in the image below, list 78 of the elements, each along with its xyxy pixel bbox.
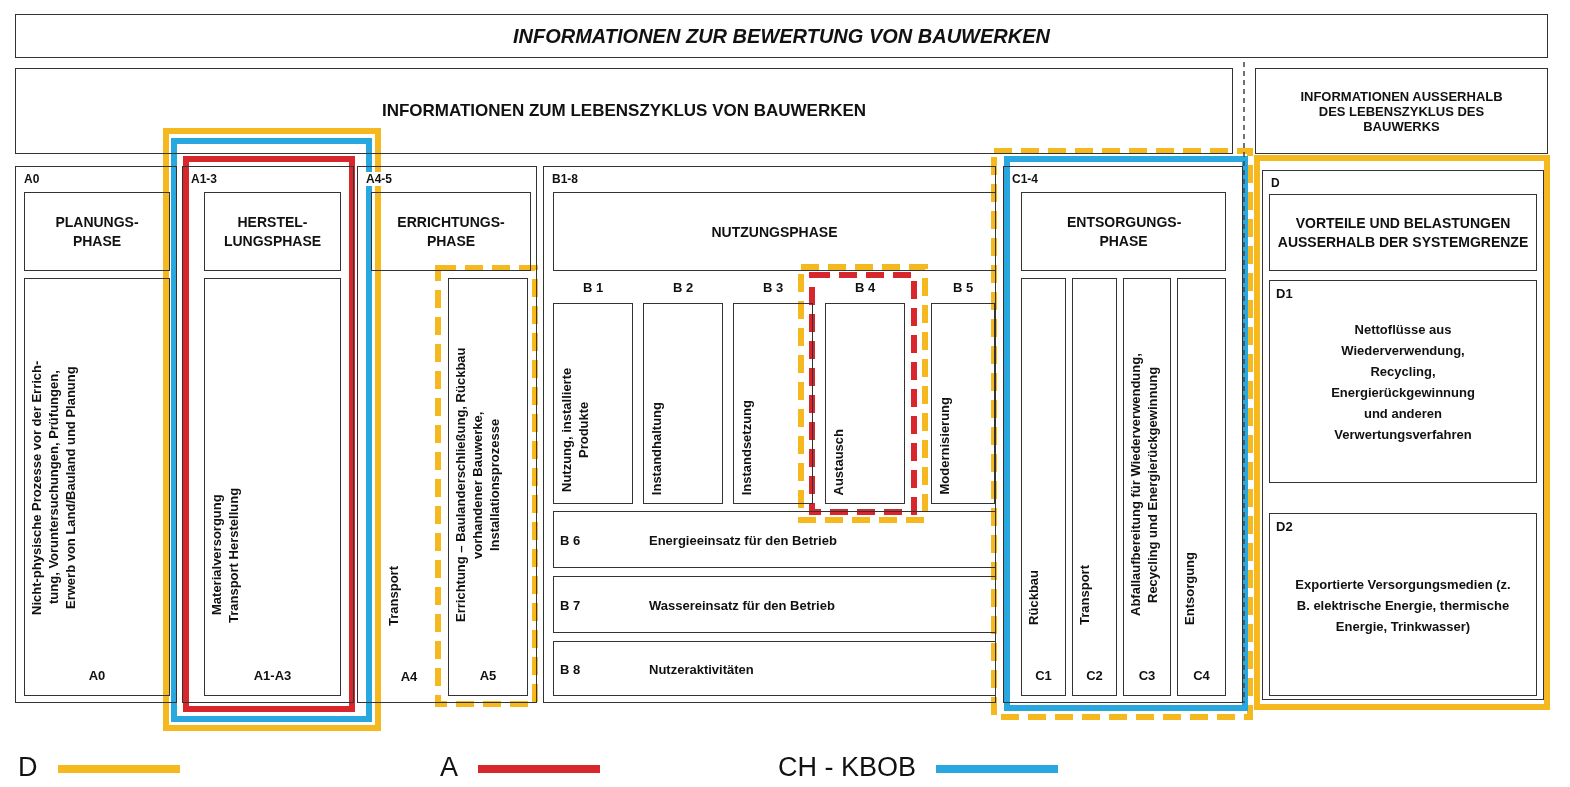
module-code: B 1 [581, 280, 605, 295]
module-group [357, 166, 537, 703]
header-band [1255, 68, 1548, 154]
phase-title: ERRICHTUNGS- PHASE [396, 212, 506, 251]
module-label: Materialversorgung Transport Herstellung [208, 486, 242, 625]
module-box [204, 278, 341, 696]
module-row [553, 641, 996, 696]
module-label: Exportierte Versorgungsmedien (z. B. elektrische Energie, thermische Energie, Trinkwasser) [1294, 575, 1512, 636]
module-box [448, 278, 528, 696]
module-code: B 3 [761, 280, 785, 295]
phase-title: ENTSORGUNGS- PHASE [1066, 212, 1183, 251]
header-band [15, 68, 1233, 154]
module-box [1021, 278, 1066, 696]
phase-title: HERSTEL- LUNGSPHASE [222, 212, 323, 251]
phase-header [553, 192, 996, 271]
module-box [1123, 278, 1171, 696]
module-label: Entsorgung [1181, 552, 1198, 625]
module-code: B 7 [560, 597, 581, 612]
module-label: Transport [385, 566, 402, 626]
module-label: Austausch [830, 428, 847, 495]
module-code: D [1269, 176, 1282, 190]
module-code: D1 [1276, 286, 1293, 301]
module-code: B 5 [951, 280, 975, 295]
heading: INFORMATIONEN ZUR BEWERTUNG VON BAUWERKEN [512, 24, 1052, 48]
module-label: Nutzung, installierte Produkte [558, 366, 592, 495]
header-band [15, 14, 1548, 58]
module-code: A0 [87, 668, 107, 683]
module-box [1269, 513, 1537, 696]
phase-header [1021, 192, 1226, 271]
module-code: C4 [1192, 668, 1211, 683]
heading: INFORMATIONEN ZUM LEBENSZYKLUS VON BAUWERKEN [380, 101, 868, 121]
module-code: B 8 [560, 661, 581, 676]
module-label: Instandhaltung [648, 401, 665, 495]
legend-label: D [18, 752, 38, 783]
phase-title: VORTEILE UND BELASTUNGEN AUSSERHALB DER SYSTEMGRENZE [1276, 213, 1530, 252]
module-code: A1-A3 [252, 668, 293, 683]
module-code: B 6 [560, 532, 581, 547]
module-label: Nutzeraktivitäten [649, 661, 754, 676]
module-row [553, 511, 996, 568]
module-box [1269, 280, 1537, 483]
phase-header [24, 192, 170, 271]
phase-title: PLANUNGS- PHASE [54, 212, 140, 251]
module-box [24, 278, 170, 696]
module-label: Abfallaufbereitung für Wiederverwendung, Recycling und Energierückgewinnung [1127, 352, 1161, 619]
module-code: C1-4 [1010, 172, 1040, 186]
module-label: Instandsetzung [738, 399, 755, 495]
module-code: A1-3 [189, 172, 219, 186]
module-label: Errichtung – Baulanderschließung, Rückbau vorhandener Bauwerke, Installationsprozesse [452, 346, 503, 625]
module-label: Modernisierung [936, 397, 953, 495]
module-label: Transport [1076, 565, 1093, 625]
module-row [553, 576, 996, 633]
module-box [1177, 278, 1226, 696]
phase-header [371, 192, 531, 271]
module-label: Wassereinsatz für den Betrieb [649, 597, 835, 612]
module-code: A5 [478, 668, 498, 683]
heading: INFORMATIONEN AUSSERHALB DES LEBENSZYKLUS DES BAUWERKS [1299, 88, 1504, 134]
module-code: A4-5 [364, 172, 394, 186]
module-box [1072, 278, 1117, 696]
module-code: B1-8 [550, 172, 580, 186]
module-label: Rückbau [1025, 570, 1042, 625]
module-label: Energieeinsatz für den Betrieb [649, 532, 837, 547]
module-group [543, 166, 996, 703]
module-code: D2 [1276, 519, 1293, 534]
module-code: A4 [399, 669, 419, 684]
module-code: A0 [22, 172, 42, 186]
module-group [15, 166, 177, 703]
module-code: C3 [1137, 668, 1157, 683]
module-code: C2 [1085, 668, 1104, 683]
legend-label: A [440, 752, 458, 783]
module-label: Nicht-physische Prozesse vor der Errich- tung, Voruntersuchungen, Prüfungen, Erwerb von Land/Bauland und Planung [28, 359, 79, 617]
module-code: B 4 [853, 280, 877, 295]
module-code: B 2 [671, 280, 695, 295]
phase-title: NUTZUNGSPHASE [710, 222, 839, 241]
phase-header [1269, 194, 1537, 271]
phase-header [204, 192, 341, 271]
module-label: Nettoflüsse aus Wiederverwendung, Recycling, Energierückgewinnung und anderen Verwertungsverfahren [1330, 320, 1476, 444]
legend-label: CH - KBOB [778, 752, 917, 783]
module-code: C1 [1034, 668, 1053, 683]
